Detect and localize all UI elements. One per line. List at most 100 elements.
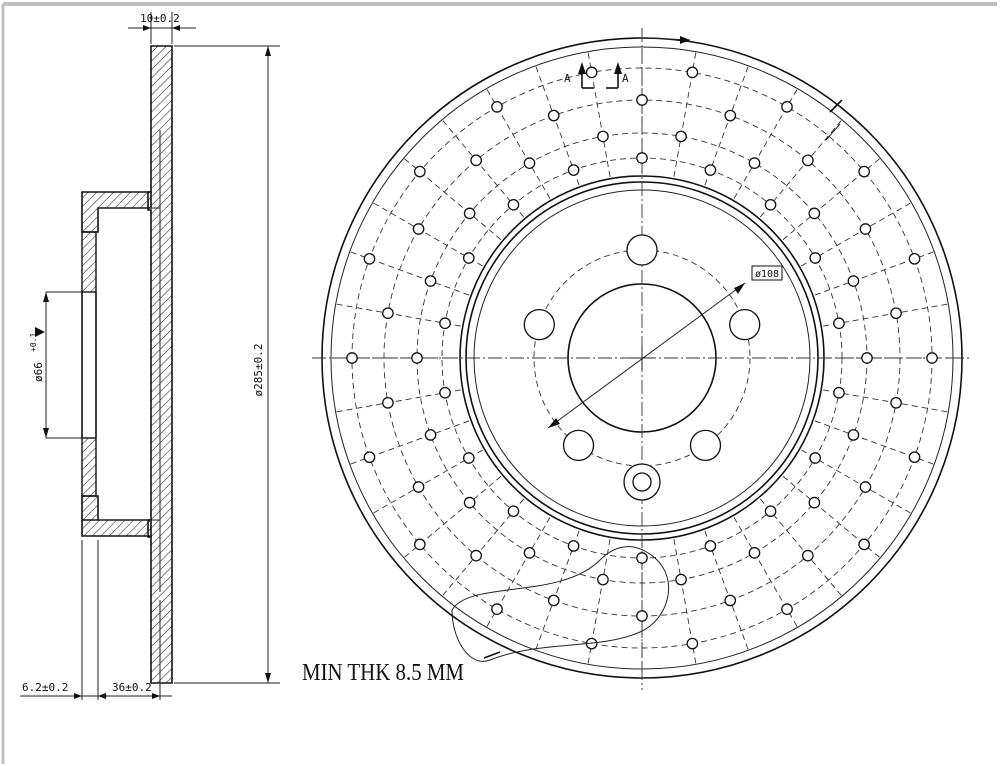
drilled-hole [567,164,580,176]
bore-diameter-label: ø66 [32,362,45,382]
drilled-hole [346,352,358,364]
drilled-hole [704,540,717,552]
drilled-hole [597,573,609,586]
drilled-hole [781,101,793,113]
pcd-circle [533,249,751,467]
bolt-hole [729,308,761,341]
drilled-hole [926,352,938,364]
drilled-hole [675,130,687,143]
bore-tolerance-label: +0.1 [29,333,38,352]
drilled-hole [809,452,822,464]
drilled-hole [724,594,737,607]
drilled-hole [462,252,475,264]
bolt-hole [523,308,555,341]
drilled-hole [859,223,872,235]
drilled-hole [636,152,648,164]
drilled-hole [890,307,902,320]
drilled-hole [382,307,394,320]
drilled-hole [808,207,821,220]
drilled-hole [523,547,536,559]
drilled-hole [547,594,560,607]
drilled-hole [704,164,717,176]
balancing-cut-outline [451,546,670,662]
drilled-hole [636,610,648,622]
radial-guide [733,517,800,631]
bolt-hole [689,429,722,462]
drilled-hole [748,157,761,169]
drilled-hole [847,429,860,441]
drilled-hole [859,481,872,493]
drilled-hole [585,66,598,79]
radial-guide [401,475,502,561]
runout-mark [825,123,841,141]
radial-guide [814,250,938,296]
drilled-hole [801,549,814,562]
locator-hole-inner [632,472,652,492]
drilled-hole [424,429,437,441]
section-label-left: A [564,72,571,85]
front-view [312,28,972,690]
drilled-hole [411,352,423,364]
hat-bottom-wall [81,495,152,537]
drilled-hole [809,252,822,264]
drilled-hole [847,275,860,287]
drilled-hole [636,552,648,564]
drilled-hole [470,549,483,562]
drilled-hole [491,603,503,615]
drilled-hole [470,154,483,167]
drilled-hole [890,396,902,409]
bolt-hole [562,429,595,462]
drilled-hole [748,547,761,559]
radial-guide [673,48,697,177]
radial-guide [814,420,938,466]
section-arrows: A A [564,62,629,89]
drilled-hole [439,386,451,399]
drilled-hole [547,109,560,122]
drilled-hole [833,317,845,330]
drilled-hole [463,496,476,509]
drilled-hole [686,637,699,650]
drilled-hole [413,538,426,551]
drilled-hole [412,223,425,235]
drilled-hole [801,154,814,167]
drilled-hole [858,165,871,178]
radial-guide [733,85,800,199]
drilled-hole [491,101,503,113]
drilled-hole [507,198,520,211]
drilled-hole [908,252,921,265]
pcd-label: ø108 [755,269,779,280]
thickness-dim-label: 10±0.2 [140,12,180,25]
drilled-hole [462,452,475,464]
rotation-arrowhead [680,36,690,44]
hat-top-wall [81,191,152,233]
drilled-hole [413,165,426,178]
drilled-hole [781,603,793,615]
radial-guide [587,539,611,668]
drilled-hole [412,481,425,493]
drilled-hole [833,386,845,399]
drilled-hole [861,352,873,364]
drilled-hole [363,252,376,265]
drilled-hole [858,538,871,551]
drilled-hole [675,573,687,586]
radial-guide [782,155,883,241]
drilled-hole [363,451,376,464]
drilled-hole [597,130,609,143]
drilled-hole [636,94,648,106]
min-thickness-note: MIN THK 8.5 MM [302,660,464,686]
drilled-hole [424,275,437,287]
radial-guide [673,539,697,668]
radial-guide [401,155,502,241]
drilled-hole [463,207,476,220]
side-section-view: 10±0.2 ø285±0.2 ø66 +0.1 6.2±0.2 36±0.2 [20,12,280,700]
runout-mark [829,99,843,113]
drilled-hole [686,66,699,79]
radial-guide [782,475,883,561]
drilled-hole [567,540,580,552]
pcd-callout: ø108 [547,265,783,429]
radial-guide [484,85,551,199]
drilled-hole [507,505,520,518]
